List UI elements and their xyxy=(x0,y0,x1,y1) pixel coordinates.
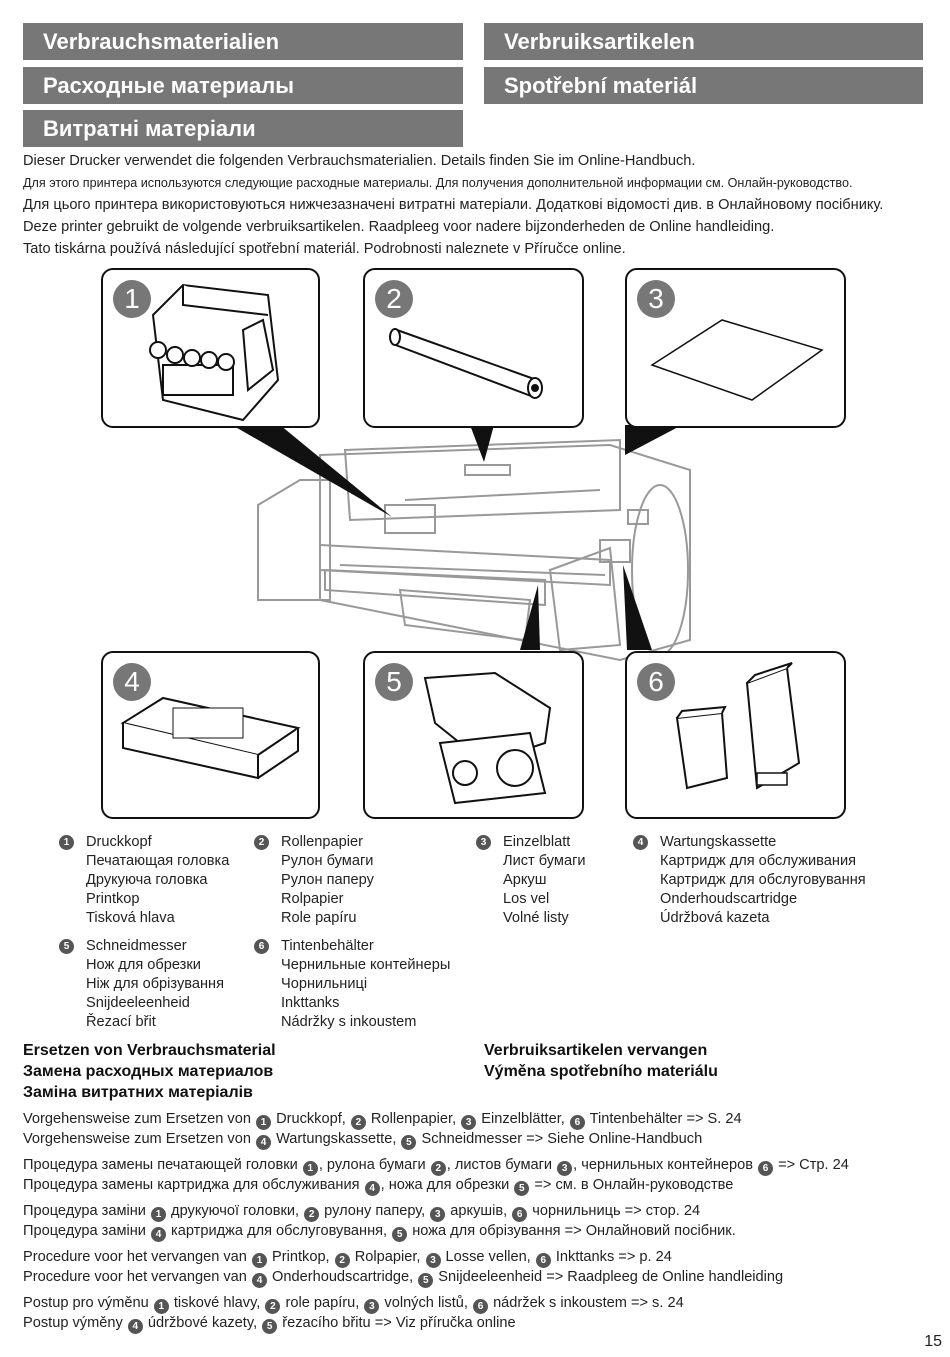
heading-line: Výměna spotřebního materiálu xyxy=(484,1063,718,1080)
legend-line: Role papíru xyxy=(281,910,357,926)
legend-line: Лист бумаги xyxy=(503,853,586,869)
legend-line: Ніж для обрізування xyxy=(86,976,224,992)
section-heading-right: Verbruiksartikelen vervangen Výměna spot… xyxy=(484,1040,718,1082)
procedure-line: Процедура заміни 4 картриджа для обслуго… xyxy=(23,1223,736,1242)
legend-line: Druckkopf xyxy=(86,834,152,850)
bullet: 2 xyxy=(254,835,269,850)
procedure-line: Процедура замены картриджа для обслужива… xyxy=(23,1177,734,1196)
intro-line: Для цього принтера використовуються нижч… xyxy=(23,197,884,213)
legend-line: Údržbová kazeta xyxy=(660,910,770,926)
legend-line: Onderhoudscartridge xyxy=(660,891,798,907)
legend-line: Printkop xyxy=(86,891,140,907)
procedure-line: Procedure voor het vervangen van 1 Print… xyxy=(23,1249,672,1268)
heading-line: Ersetzen von Verbrauchsmaterial xyxy=(23,1042,276,1059)
header-de: Verbrauchsmaterialien xyxy=(23,23,463,60)
bullet: 4 xyxy=(633,835,648,850)
procedure-line: Процедура замены печатающей головки 1, р… xyxy=(23,1157,849,1176)
legend-line: Чернильные контейнеры xyxy=(281,957,451,973)
legend-line: Рулон бумаги xyxy=(281,853,374,869)
bullet: 5 xyxy=(59,939,74,954)
panel-roll-paper: 2 xyxy=(363,268,584,428)
bullet: 1 xyxy=(59,835,74,850)
procedure-line: Vorgehensweise zum Ersetzen von 4 Wartun… xyxy=(23,1131,703,1150)
legend-line: Tintenbehälter xyxy=(281,938,374,954)
legend-line: Nádržky s inkoustem xyxy=(281,1014,417,1030)
procedure-line: Vorgehensweise zum Ersetzen von 1 Druckk… xyxy=(23,1111,742,1130)
procedure-line: Postup pro výměnu 1 tiskové hlavy, 2 rol… xyxy=(23,1295,684,1314)
legend-line: Нож для обрезки xyxy=(86,957,201,973)
header-nl: Verbruiksartikelen xyxy=(484,23,923,60)
heading-line: Замена расходных материалов xyxy=(23,1063,274,1080)
legend-line: Rollenpapier xyxy=(281,834,363,850)
panel-ink-tank: 6 xyxy=(625,651,846,819)
intro-line: Dieser Drucker verwendet die folgenden V… xyxy=(23,153,696,169)
bullet: 3 xyxy=(476,835,491,850)
heading-line: Заміна витратних матеріалів xyxy=(23,1084,253,1101)
legend-line: Печатающая головка xyxy=(86,853,230,869)
roll-paper-icon xyxy=(389,328,543,399)
cutter-blade-icon xyxy=(423,671,552,805)
maintenance-cartridge-icon xyxy=(120,696,301,780)
legend-line: Rolpapier xyxy=(281,891,344,907)
heading-line: Verbruiksartikelen vervangen xyxy=(484,1042,708,1059)
header-ru: Расходные материалы xyxy=(23,67,463,104)
panel-cut-sheet: 3 xyxy=(625,268,846,428)
procedure-group-ru: Процедура замены печатающей головки 1, р… xyxy=(23,1156,933,1196)
printhead-icon xyxy=(149,283,280,422)
number-badge: 4 xyxy=(113,663,151,701)
legend-line: Schneidmesser xyxy=(86,938,187,954)
legend-line: Друкуюча головка xyxy=(86,872,208,888)
page-number: 15 xyxy=(924,1333,942,1350)
procedures: Vorgehensweise zum Ersetzen von 1 Druckk… xyxy=(23,1110,933,1340)
legend-line: Рулон паперу xyxy=(281,872,374,888)
intro-line: Для этого принтера используются следующи… xyxy=(23,176,853,190)
intro-text: Dieser Drucker verwendet die folgenden V… xyxy=(23,150,933,260)
number-badge: 3 xyxy=(637,280,675,318)
legend-line: Snijdeeleenheid xyxy=(86,995,190,1011)
legend-line: Inkttanks xyxy=(281,995,340,1011)
procedure-group-nl: Procedure voor het vervangen van 1 Print… xyxy=(23,1248,933,1288)
number-badge: 5 xyxy=(375,663,413,701)
procedure-line: Procedure voor het vervangen van 4 Onder… xyxy=(23,1269,784,1288)
panel-maintenance-cartridge: 4 xyxy=(101,651,320,819)
panel-cutter-blade: 5 xyxy=(363,651,584,819)
bullet: 6 xyxy=(254,939,269,954)
legend-line: Картридж для обслуговування xyxy=(660,872,866,888)
header-cs: Spotřební materiál xyxy=(484,67,923,104)
intro-line: Tato tiskárna používá následující spotře… xyxy=(23,241,626,257)
procedure-group-cs: Postup pro výměnu 1 tiskové hlavy, 2 rol… xyxy=(23,1294,933,1334)
number-badge: 2 xyxy=(375,280,413,318)
legend-line: Картридж для обслуживания xyxy=(660,853,857,869)
number-badge: 1 xyxy=(113,280,151,318)
legend-line: Чорнильниці xyxy=(281,976,368,992)
intro-line: Deze printer gebruikt de volgende verbru… xyxy=(23,219,775,235)
ink-tank-icon xyxy=(675,662,801,790)
number-badge: 6 xyxy=(637,663,675,701)
procedure-group-de: Vorgehensweise zum Ersetzen von 1 Druckk… xyxy=(23,1110,933,1150)
legend-line: Volné listy xyxy=(503,910,569,926)
legend-line: Tisková hlava xyxy=(86,910,175,926)
procedure-group-uk: Процедура заміни 1 друкуючої головки, 2 … xyxy=(23,1202,933,1242)
header-uk: Витратні матеріали xyxy=(23,110,463,147)
panel-printhead: 1 xyxy=(101,268,320,428)
section-heading-left: Ersetzen von Verbrauchsmaterial Замена р… xyxy=(23,1040,276,1103)
legend-line: Los vel xyxy=(503,891,550,907)
procedure-line: Процедура заміни 1 друкуючої головки, 2 … xyxy=(23,1203,701,1222)
procedure-line: Postup výměny 4 údržbové kazety, 5 řezac… xyxy=(23,1315,516,1334)
legend-line: Wartungskassette xyxy=(660,834,777,850)
legend-line: Řezací břit xyxy=(86,1014,156,1030)
legend-line: Einzelblatt xyxy=(503,834,571,850)
cut-sheet-icon xyxy=(650,319,824,401)
legend-line: Аркуш xyxy=(503,872,547,888)
